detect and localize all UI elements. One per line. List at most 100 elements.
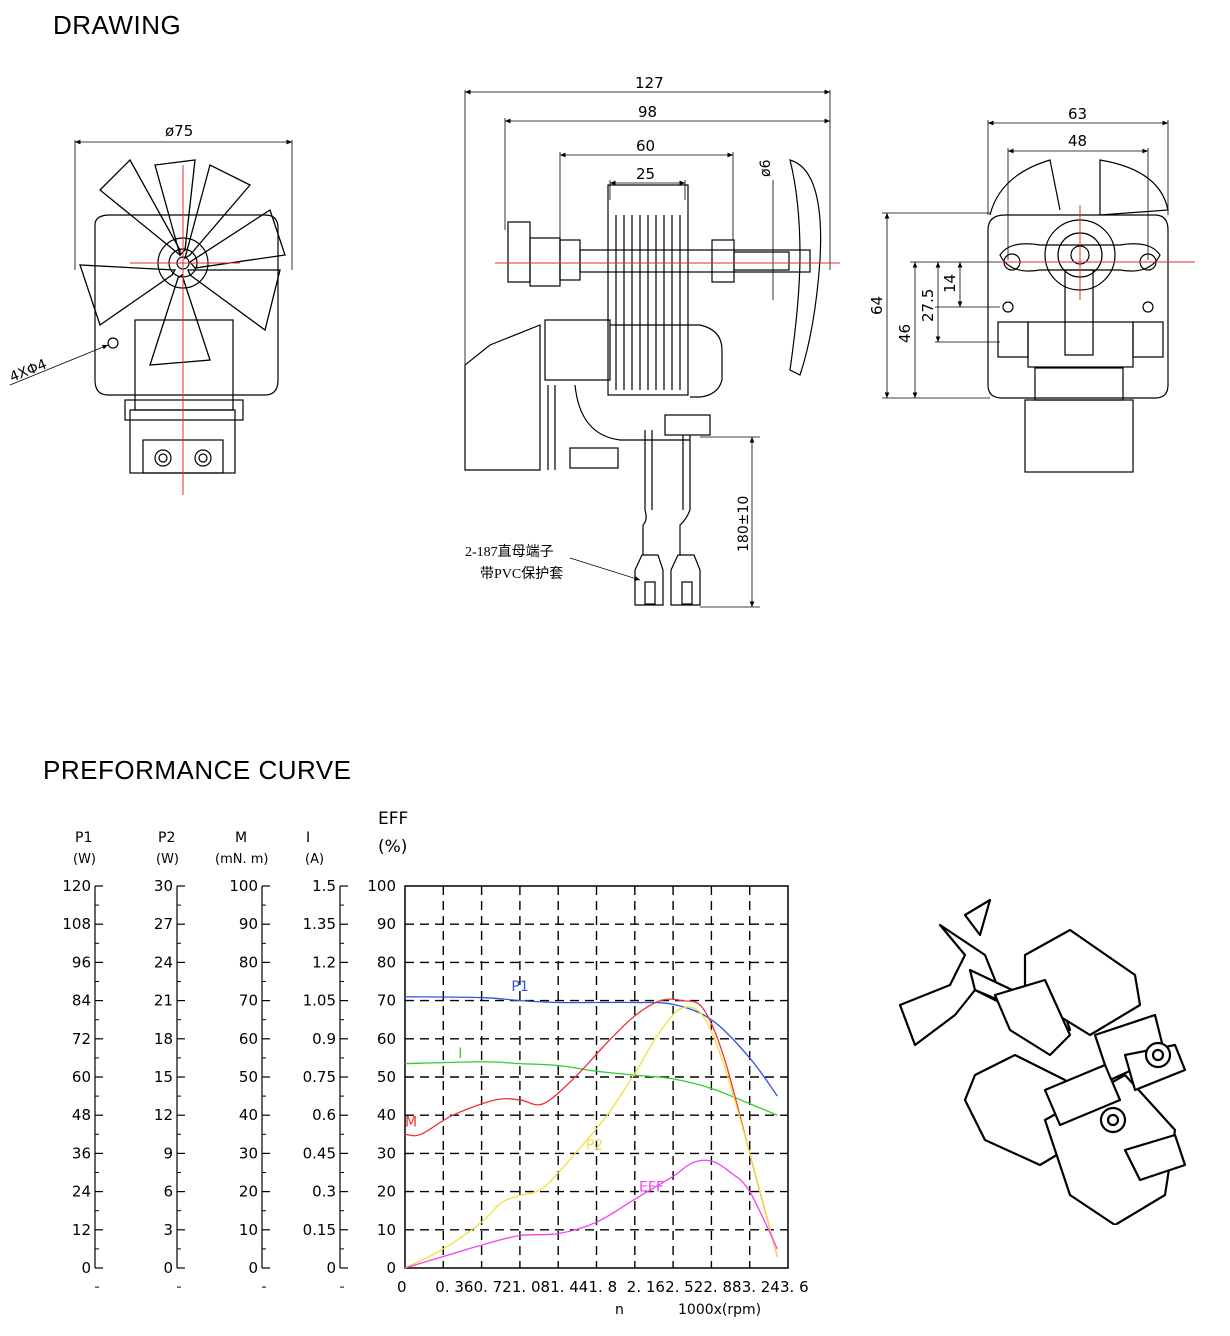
- axis-m-label: M: [235, 830, 247, 846]
- x-tick-label: 0. 36: [435, 1278, 473, 1296]
- x-tick-label: 2. 88: [703, 1278, 741, 1296]
- series-m-line: [404, 998, 778, 1257]
- y-tick-label-eff: 60: [377, 1030, 396, 1048]
- dim-d25: 25: [636, 165, 655, 183]
- x-tick-label: 2. 16: [627, 1278, 665, 1296]
- series-p2-label: P2: [586, 1138, 603, 1154]
- y-tick-label-m: 100: [229, 877, 258, 895]
- y-tick-label-i: 1.2: [312, 953, 336, 971]
- y-tick-label-i: 1.35: [303, 915, 336, 933]
- front-view: [9, 139, 293, 474]
- x-tick-label: 1. 8: [589, 1278, 618, 1296]
- y-tick-label-p2: 9: [163, 1144, 173, 1162]
- series-p1-label: P1: [511, 979, 528, 995]
- series-p1-line: [404, 996, 778, 1097]
- x-axis-label-n: n: [615, 1302, 624, 1318]
- y-tick-label-eff: 10: [377, 1221, 396, 1239]
- y-tick-label-m: 80: [239, 953, 258, 971]
- dim-d27-5: 27.5: [919, 289, 937, 322]
- y-tick-label-p1: 72: [72, 1030, 91, 1048]
- y-tick-label-eff: 0: [386, 1259, 396, 1277]
- dim-holes: 4XΦ4: [8, 356, 50, 385]
- y-tick-label-m: 60: [239, 1030, 258, 1048]
- dim-lead: 180±10: [736, 496, 752, 552]
- axis-p2-unit: (W): [156, 852, 179, 867]
- y-tick-label-m: 0: [248, 1259, 258, 1277]
- y-tick-label-m: 10: [239, 1221, 258, 1239]
- y-tick-label-i: 0.45: [303, 1144, 336, 1162]
- y-tick-label-eff: 70: [377, 992, 396, 1010]
- x-tick-label: 1. 08: [512, 1278, 550, 1296]
- dim-d14: 14: [941, 274, 959, 293]
- terminal-note-2: 带PVC保护套: [480, 566, 563, 582]
- y-tick-label-eff: 80: [377, 953, 396, 971]
- axis-m-unit: (mN. m): [215, 852, 268, 867]
- y-tick-label-p1: 0: [81, 1259, 91, 1277]
- y-tick-label-eff: 20: [377, 1183, 396, 1201]
- y-tick-label-p1: 24: [72, 1183, 91, 1201]
- axis-eff-unit: (%): [378, 837, 407, 857]
- y-tick-label-m: 70: [239, 992, 258, 1010]
- x-tick-label: 0. 72: [474, 1278, 512, 1296]
- dim-d98: 98: [638, 103, 657, 121]
- y-tick-label-p2: 12: [154, 1106, 173, 1124]
- dim-d46: 46: [896, 324, 914, 343]
- x-tick-label: 0: [397, 1278, 407, 1296]
- drawing-heading: DRAWING: [53, 10, 182, 40]
- axis-p1-unit: (W): [73, 852, 96, 867]
- series-i-label: I: [458, 1046, 462, 1062]
- y-tick-label-p2: 18: [154, 1030, 173, 1048]
- x-tick-label: 2. 52: [665, 1278, 703, 1296]
- y-tick-label-m: 40: [239, 1106, 258, 1124]
- y-tick-label-p1: 108: [62, 915, 91, 933]
- dim-d64: 64: [868, 296, 886, 315]
- y-tick-label-p1: 120: [62, 877, 91, 895]
- curve-heading: PREFORMANCE CURVE: [43, 755, 352, 785]
- isometric-view: [898, 898, 1187, 1225]
- side-view: [464, 89, 831, 608]
- y-tick-label-p1: 12: [72, 1221, 91, 1239]
- y-tick-label-eff: 40: [377, 1106, 396, 1124]
- dim-d63: 63: [1068, 105, 1087, 123]
- y-tick-label-p1: 84: [72, 992, 91, 1010]
- y-tick-label-eff: 90: [377, 915, 396, 933]
- y-tick-label-p2: 6: [163, 1183, 173, 1201]
- axis-i-label: I: [306, 830, 310, 846]
- dim-d60: 60: [636, 137, 655, 155]
- series-i-line: [404, 1061, 778, 1116]
- y-tick-label-i: 0: [326, 1259, 336, 1277]
- technical-drawing: ø75 4XΦ4: [8, 74, 1195, 608]
- dim-d48: 48: [1068, 132, 1087, 150]
- y-tick-label-i: 0.75: [303, 1068, 336, 1086]
- dim-d127: 127: [635, 74, 664, 92]
- y-tick-label-eff: 50: [377, 1068, 396, 1086]
- x-tick-label: 3. 24: [742, 1278, 780, 1296]
- y-tick-label-p2: 15: [154, 1068, 173, 1086]
- series-p2-line: [404, 1006, 778, 1269]
- y-tick-label-p2: 21: [154, 992, 173, 1010]
- y-tick-label-p1: 60: [72, 1068, 91, 1086]
- axis-eff-label: EFF: [378, 809, 408, 829]
- x-tick-label: 1. 44: [550, 1278, 588, 1296]
- rear-view-centerlines: [1000, 205, 1195, 300]
- x-axis-label-unit: 1000x(rpm): [678, 1302, 761, 1318]
- y-tick-label-p1: 36: [72, 1144, 91, 1162]
- x-tick-label: 3. 6: [780, 1278, 809, 1296]
- y-tick-label-p1: 48: [72, 1106, 91, 1124]
- series-m-label: M: [405, 1115, 417, 1131]
- plot-frame: [404, 885, 789, 1269]
- y-tick-label-eff: 30: [377, 1144, 396, 1162]
- y-tick-label-p2: 0: [163, 1259, 173, 1277]
- series-eff-line: [404, 1159, 778, 1269]
- y-tick-label-p2: 27: [154, 915, 173, 933]
- axis-i-unit: (A): [305, 852, 324, 867]
- axis-p1-label: P1: [75, 830, 92, 846]
- y-tick-label-p2: 30: [154, 877, 173, 895]
- y-tick-label-i: 1.5: [312, 877, 336, 895]
- y-tick-label-i: 0.9: [312, 1030, 336, 1048]
- y-tick-label-m: 30: [239, 1144, 258, 1162]
- y-tick-label-m: 50: [239, 1068, 258, 1086]
- y-tick-label-i: 0.3: [312, 1183, 336, 1201]
- y-tick-label-m: 20: [239, 1183, 258, 1201]
- dim-d6: ø6: [758, 159, 774, 177]
